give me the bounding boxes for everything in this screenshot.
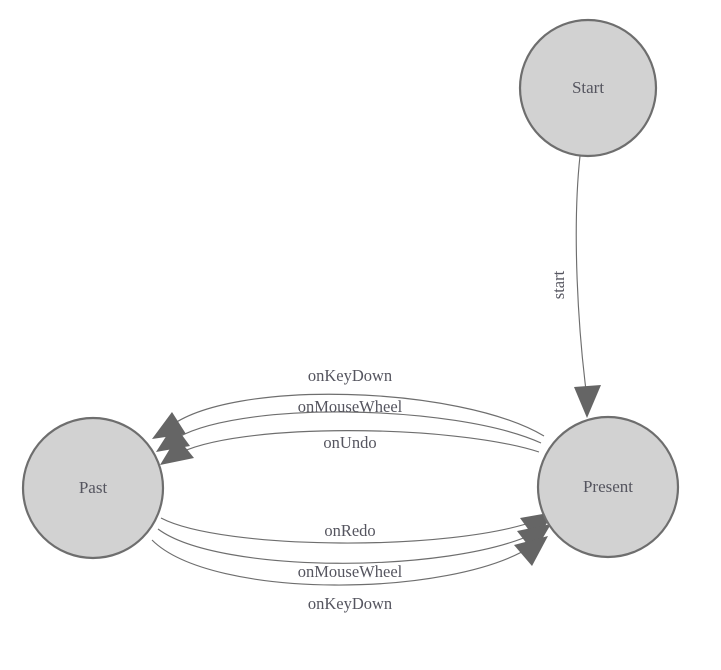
edge-start-to-present[interactable]	[574, 155, 601, 418]
edge-path-start-present	[575, 155, 588, 399]
arrowhead-past-present-2	[517, 524, 551, 553]
arrowhead-past-present-3	[514, 536, 548, 566]
edge-label-start: start	[549, 270, 568, 299]
edge-label-present-past-onundo: onUndo	[323, 433, 376, 452]
edge-label-past-present-onredo: onRedo	[324, 521, 375, 540]
edge-present-to-past-onmousewheel[interactable]	[156, 411, 542, 452]
node-present-circle	[536, 415, 680, 559]
edge-label-group: start onKeyDown onMouseWheel onUndo onRe…	[298, 270, 568, 612]
node-group: Start Past Present	[21, 18, 680, 560]
edge-present-to-past-onkeydown[interactable]	[152, 393, 545, 439]
edge-path-past-present-1	[160, 517, 539, 544]
node-present[interactable]: Present	[536, 415, 680, 559]
edge-path-present-past-2	[171, 411, 542, 444]
node-start[interactable]: Start	[518, 18, 658, 158]
edge-path-past-present-2	[157, 528, 536, 564]
arrowhead-start-present	[574, 385, 601, 418]
node-past[interactable]: Past	[21, 416, 165, 560]
edge-label-past-present-onmousewheel: onMouseWheel	[298, 562, 403, 581]
edge-path-present-past-3	[175, 430, 540, 456]
arrowhead-present-past-3	[160, 437, 194, 465]
node-start-circle	[518, 18, 658, 158]
edge-past-to-present-onkeydown[interactable]	[151, 536, 548, 586]
edge-past-to-present-onredo[interactable]	[160, 512, 554, 544]
edge-path-present-past-1	[167, 393, 545, 437]
edge-past-to-present-onmousewheel[interactable]	[157, 524, 551, 564]
edge-present-to-past-onundo[interactable]	[160, 430, 540, 465]
edge-label-past-present-onkeydown: onKeyDown	[308, 594, 392, 613]
edge-path-past-present-3	[151, 539, 533, 586]
edge-label-present-past-onkeydown: onKeyDown	[308, 366, 392, 385]
node-past-circle	[21, 416, 165, 560]
edge-group	[151, 155, 601, 586]
